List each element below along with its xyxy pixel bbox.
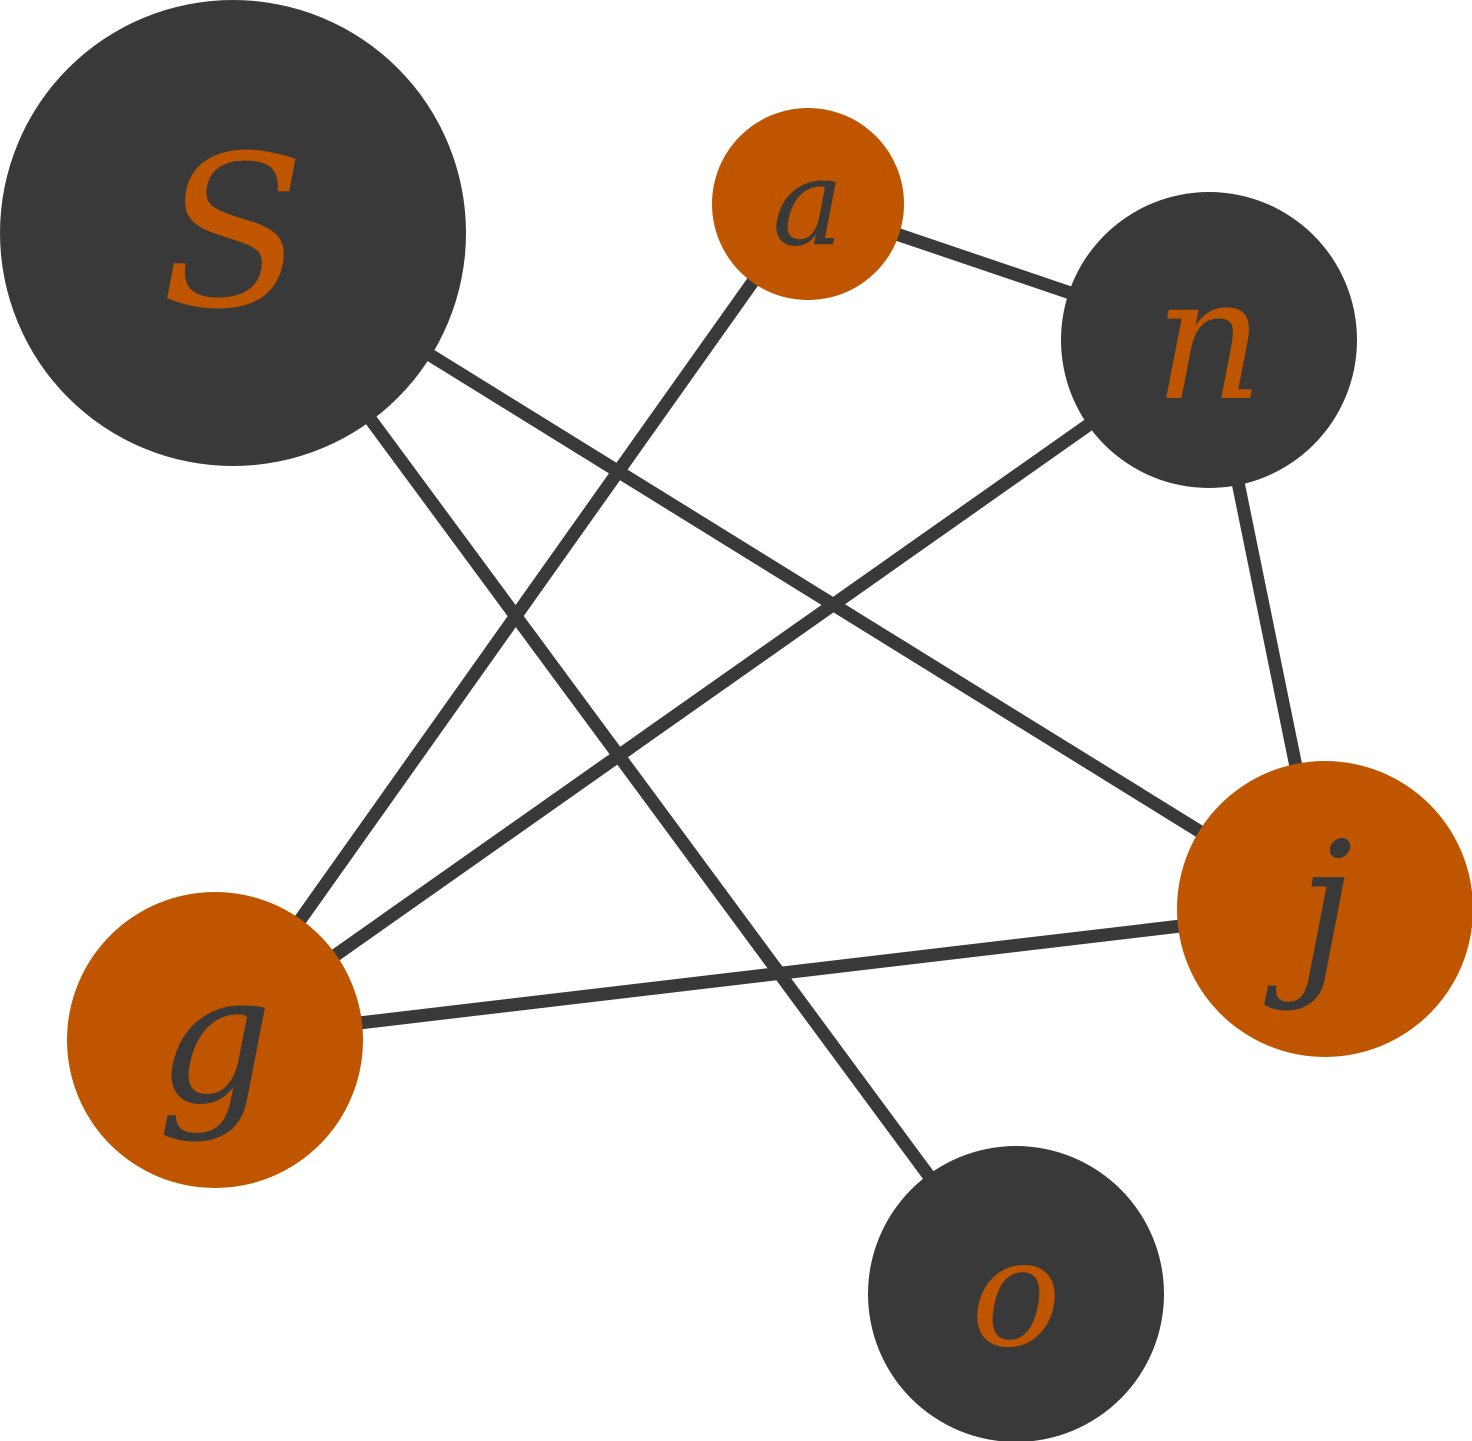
node-circle-a bbox=[712, 108, 904, 300]
node-g: g bbox=[67, 892, 363, 1188]
edge-g-j bbox=[214, 902, 1326, 1047]
node-j: j bbox=[1177, 761, 1472, 1057]
node-S: S bbox=[0, 0, 466, 466]
node-label-o: o bbox=[971, 1207, 1061, 1381]
node-circle-j bbox=[1177, 761, 1472, 1057]
node-label-a: a bbox=[772, 135, 844, 274]
edge-a-g bbox=[209, 200, 814, 1044]
node-circle-g bbox=[67, 892, 363, 1188]
node-label-g: g bbox=[157, 936, 272, 1145]
node-circle-S bbox=[0, 0, 466, 466]
node-circle-o bbox=[868, 1146, 1164, 1441]
node-o: o bbox=[868, 1146, 1164, 1441]
node-n: n bbox=[1061, 192, 1357, 488]
edge-n-g bbox=[211, 334, 1213, 1046]
node-circle-n bbox=[1061, 192, 1357, 488]
node-label-S: S bbox=[161, 111, 305, 356]
node-label-n: n bbox=[1154, 241, 1264, 439]
node-a: a bbox=[712, 108, 904, 300]
